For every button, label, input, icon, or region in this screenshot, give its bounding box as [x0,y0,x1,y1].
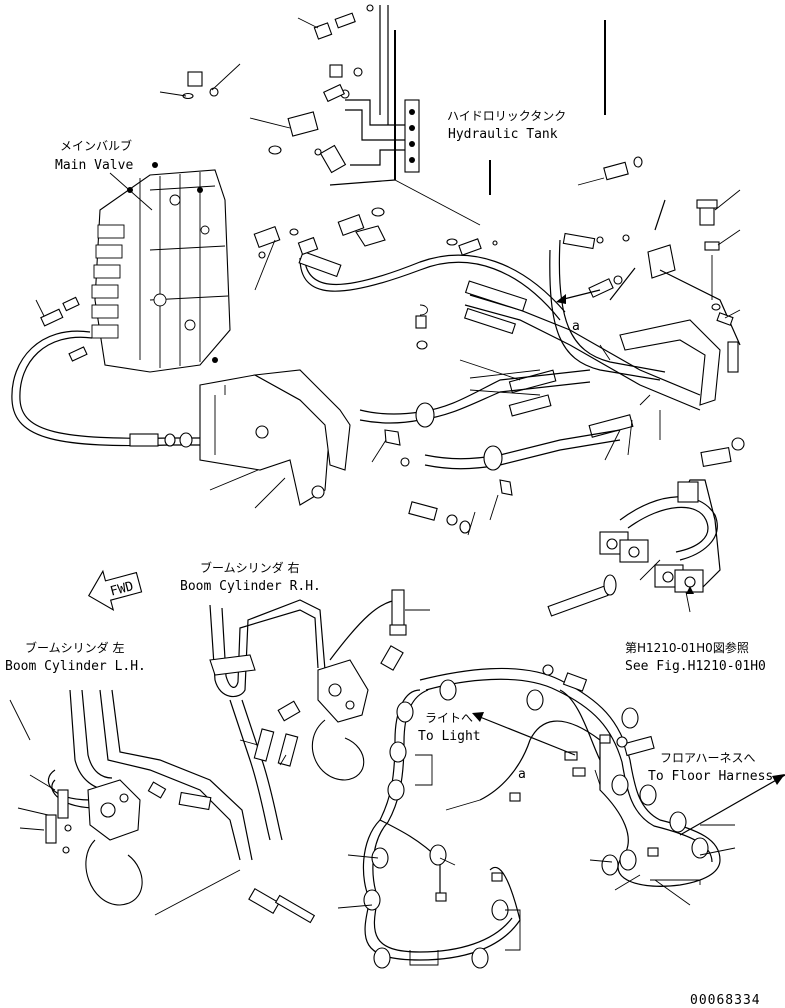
right-valve-assembly [547,479,721,617]
boom-cylinder-lh [45,689,316,924]
hydraulic-tank-label-jp: ハイドロリックタンク [447,109,566,123]
boom-cyl-rh-label-en: Boom Cylinder R.H. [180,579,321,594]
drawing-number: 00068334 [690,993,761,1008]
wiring-harness [362,664,721,969]
hydraulic-tank-bracket [329,5,606,256]
hydraulic-tank-label-en: Hydraulic Tank [448,127,558,142]
boom-cyl-lh-label-en: Boom Cylinder L.H. [5,659,146,674]
to-light-label-jp: ライトへ [425,711,473,725]
main-valve-fittings [35,296,88,362]
to-floor-label-en: To Floor Harness [648,769,773,784]
ref-a-lower: a [518,767,526,782]
main-valve-label-en: Main Valve [55,158,133,173]
boom-cyl-rh-label-jp: ブームシリンダ 右 [200,560,299,575]
ref-a-upper: a [572,319,580,334]
boom-cylinder-rh [209,589,407,841]
center-hoses [253,207,566,321]
to-floor-label-jp: フロアハーネスへ [660,751,756,765]
main-valve [91,162,231,373]
to-light-arrow [474,714,576,756]
right-hose-bundle [463,232,701,438]
center-bolts [129,432,745,534]
see-fig-label-en: See Fig.H1210-01H0 [625,659,766,674]
leader-lines [9,189,741,909]
fwd-arrow: FWD [87,569,143,611]
right-bracket [577,156,741,406]
main-valve-label-jp: メインバルブ [60,138,132,153]
mounting-plates [199,369,351,509]
top-fittings [159,4,374,174]
to-floor-arrow [679,774,785,836]
see-fig-label-jp: 第H1210-01H0図参照 [625,640,749,655]
to-light-label-en: To Light [418,729,481,744]
center-clamps [359,304,621,496]
fwd-label: FWD [109,579,136,600]
boom-cyl-lh-label-jp: ブームシリンダ 左 [25,640,124,655]
ref-arrow-upper [559,289,601,301]
